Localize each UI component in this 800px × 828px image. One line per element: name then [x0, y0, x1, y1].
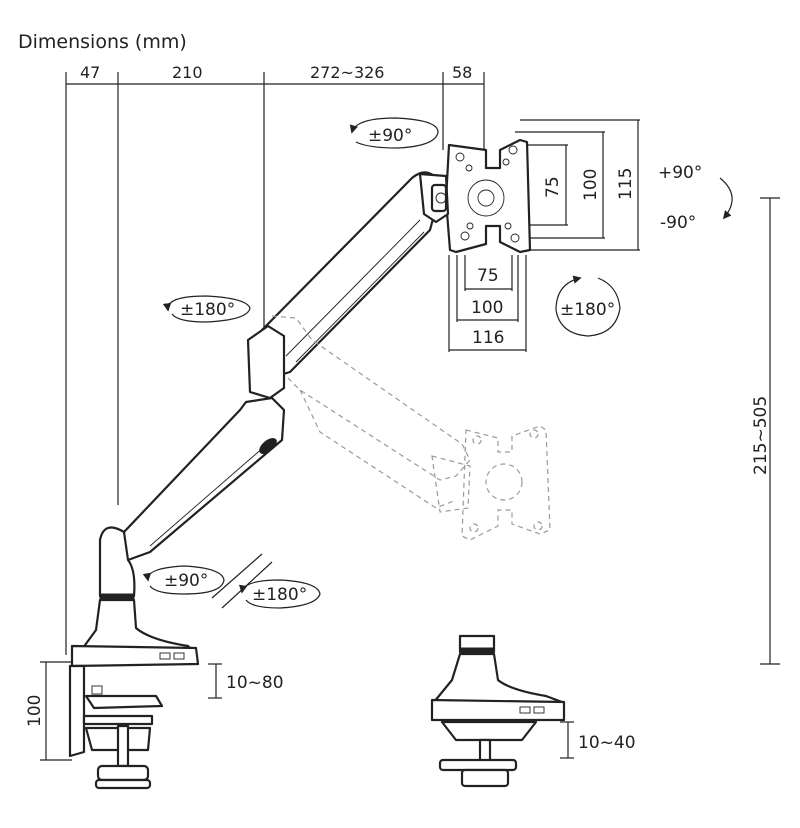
rotation-tilt-up-down: +90° -90°: [658, 163, 733, 233]
rotation-base-pan: ±90°: [142, 565, 225, 595]
dim-47: 47: [80, 63, 100, 82]
height-range-label: 215~505: [751, 396, 771, 475]
vesa-v-100: 100: [581, 169, 601, 201]
dim-58: 58: [452, 63, 472, 82]
vesa-vertical-dimensions: 75 100 115: [515, 119, 640, 251]
vesa-h-100: 100: [471, 298, 503, 318]
rotation-head-rotate: ±180°: [555, 275, 621, 337]
vesa-v-75: 75: [543, 176, 563, 198]
dim-272-326: 272~326: [310, 63, 384, 82]
vesa-horizontal-dimensions: 75 100 116: [448, 255, 527, 352]
height-range-dimension: 215~505: [751, 197, 780, 665]
vesa-v-115: 115: [616, 168, 636, 200]
rotation-base-rotate: ±180°: [211, 553, 321, 609]
diagram-title: Dimensions (mm): [18, 31, 187, 53]
rotation-elbow-label: ±180°: [180, 300, 235, 320]
base-height-label: 100: [25, 695, 45, 727]
top-dimension-chain: 47 210 272~326 58: [65, 63, 485, 655]
vesa-plate: [444, 138, 532, 254]
rotation-base-rotate-label: ±180°: [252, 585, 307, 605]
rotation-head-rotate-label: ±180°: [560, 300, 615, 320]
monitor-arm: [70, 171, 450, 668]
rotation-head-tilt: ±90°: [349, 117, 439, 149]
desk-clamp: [68, 664, 164, 790]
rotation-base-pan-label: ±90°: [164, 571, 208, 591]
tilt-up-label: +90°: [658, 163, 702, 183]
rotation-head-tilt-label: ±90°: [368, 126, 412, 146]
clamp-range-label: 10~80: [226, 673, 284, 693]
vesa-h-116: 116: [472, 328, 504, 348]
grommet-range-dimension: 10~40: [560, 721, 636, 759]
rotation-elbow: ±180°: [162, 295, 251, 323]
tilt-down-label: -90°: [660, 213, 696, 233]
base-height-dimension: 100: [25, 661, 72, 761]
vesa-h-75: 75: [477, 266, 499, 286]
grommet-mount: [430, 634, 566, 788]
dim-210: 210: [172, 63, 203, 82]
lowered-arm-ghost: [271, 315, 551, 541]
grommet-range-label: 10~40: [578, 733, 636, 753]
clamp-range-dimension: 10~80: [208, 663, 284, 699]
